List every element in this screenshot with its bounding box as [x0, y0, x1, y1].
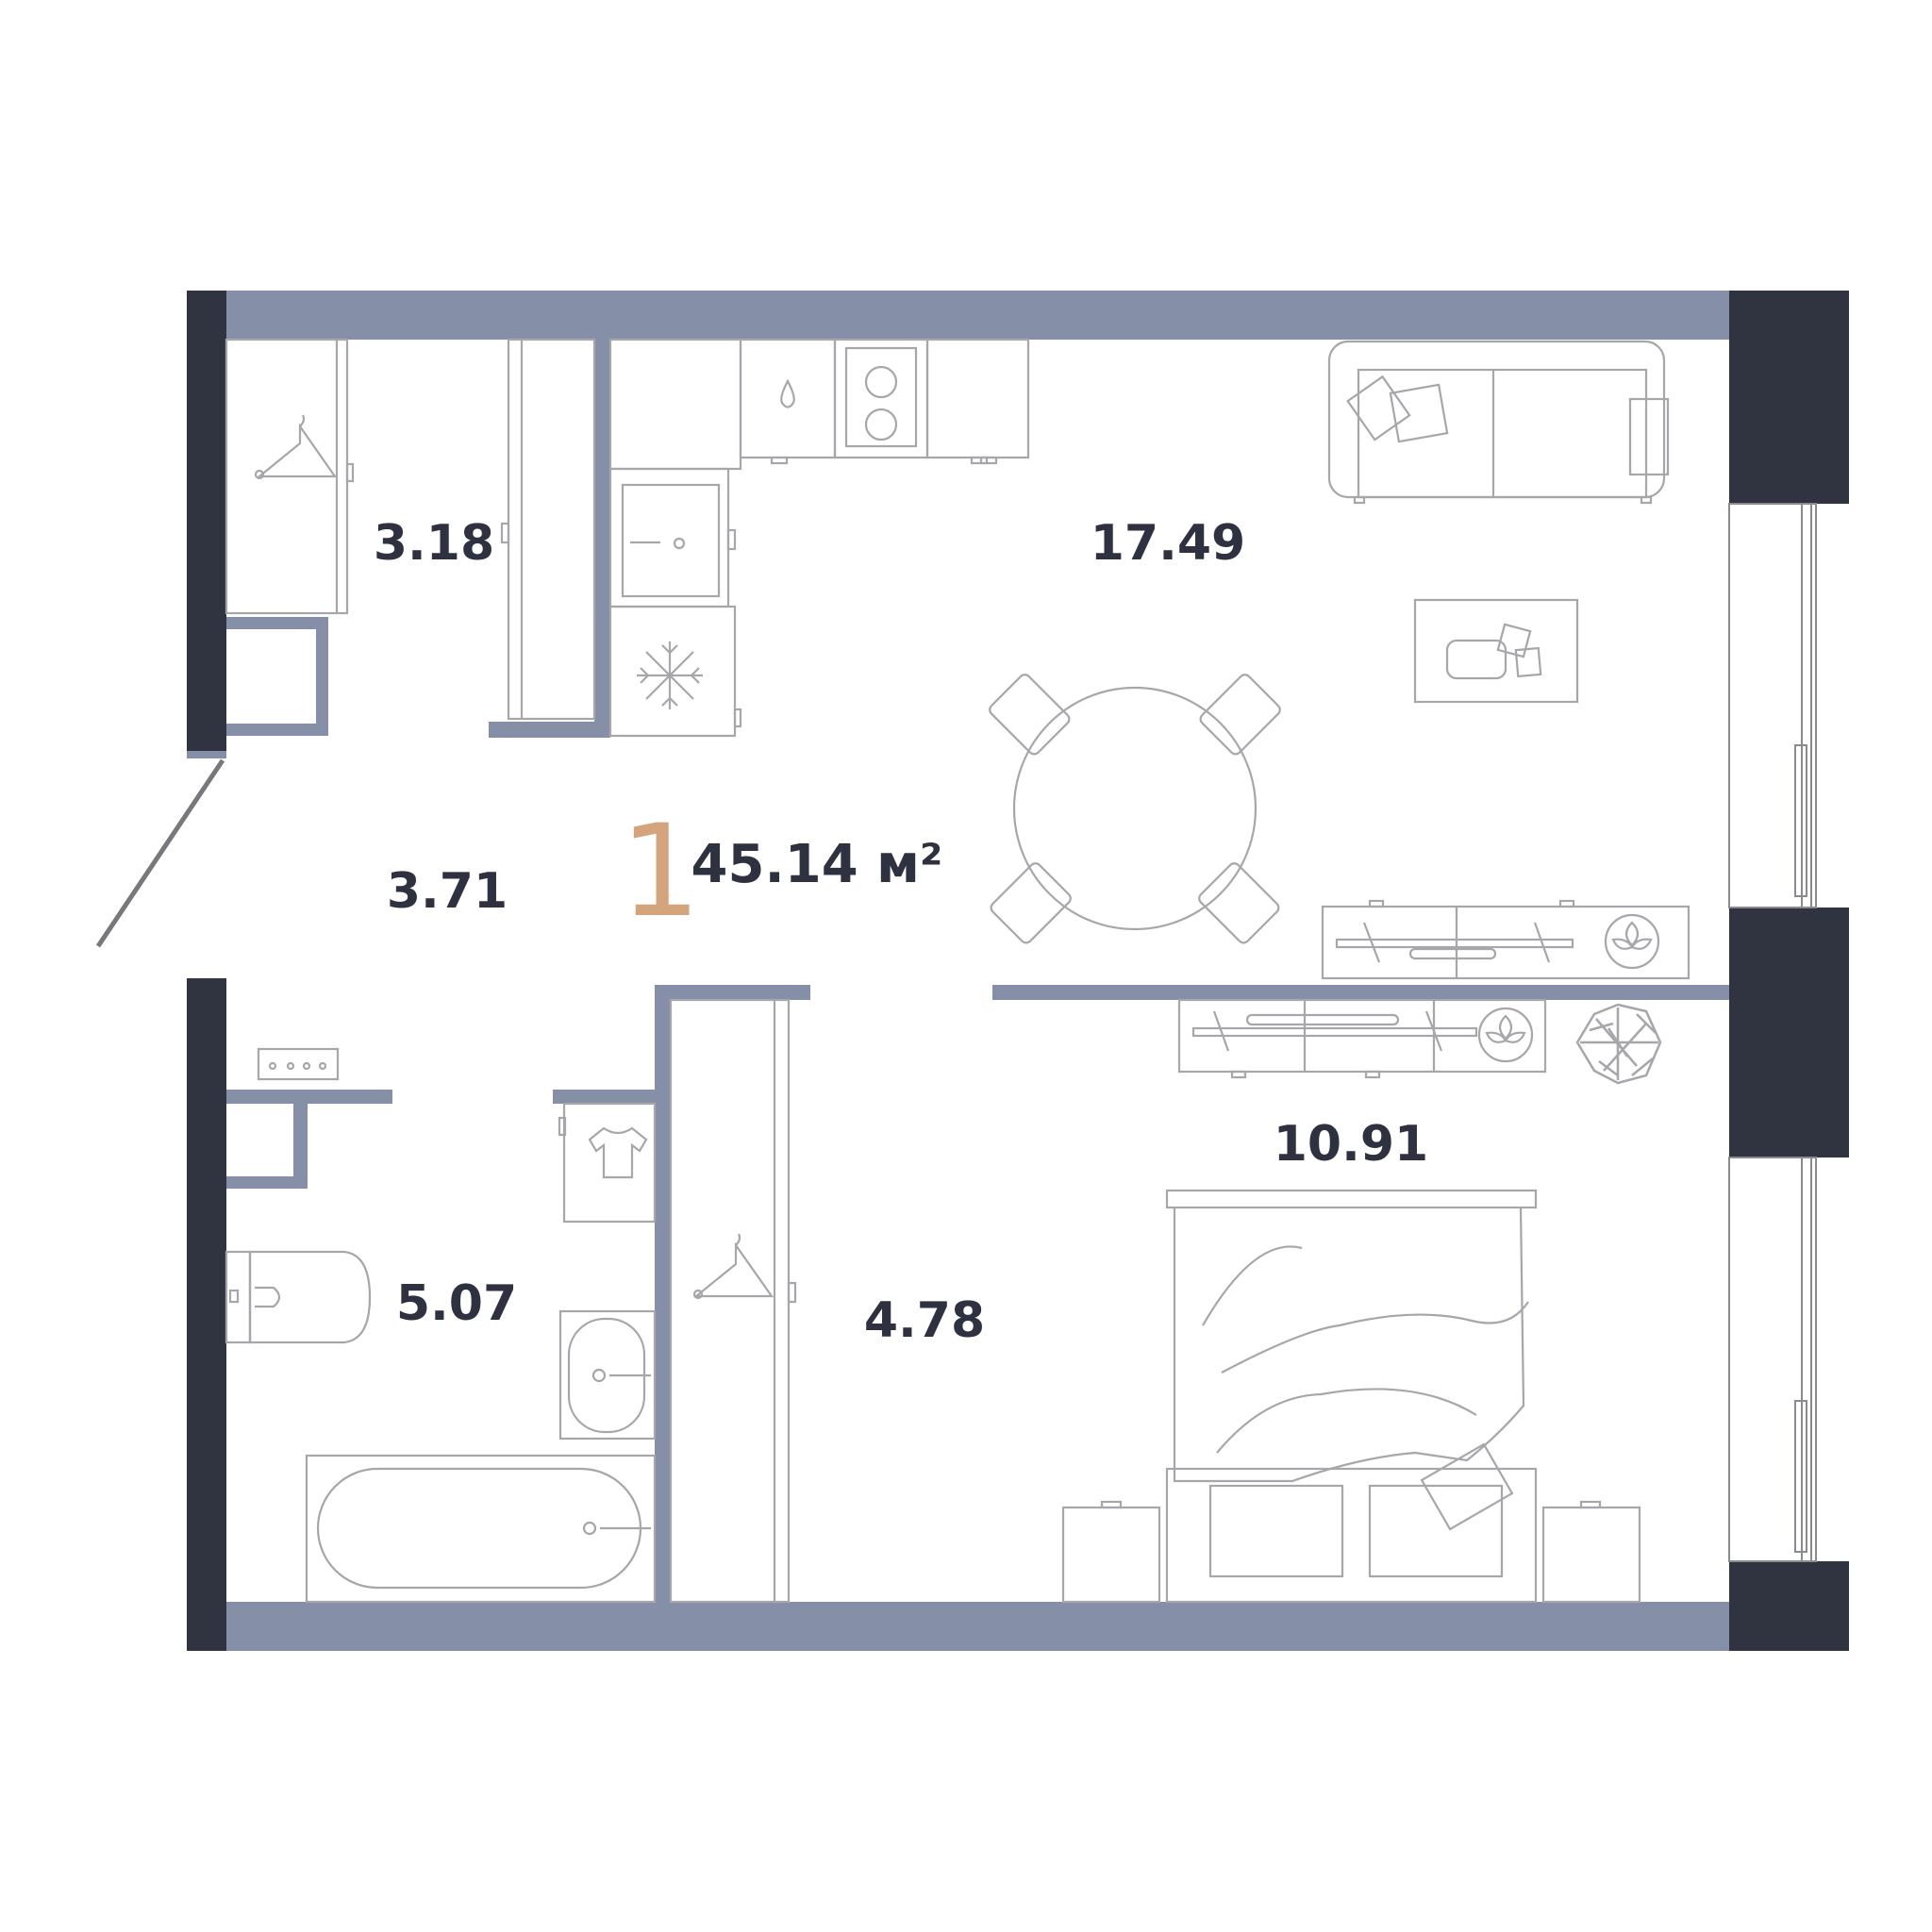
bath-partition-bottom: [226, 1176, 308, 1189]
washing-machine: [558, 1102, 657, 1224]
sink-counter: [739, 338, 837, 459]
area-label-bathroom: 5.07: [396, 1275, 517, 1332]
stove-burner: [864, 365, 898, 399]
coffee-table: [1413, 598, 1579, 704]
bath-corridor-wall: [655, 985, 671, 1602]
plant-icon: [1575, 1003, 1662, 1085]
wardrobe-partition-bottom: [226, 724, 328, 736]
tshirt-icon: [588, 1126, 648, 1179]
area-label-wardrobe: 3.18: [374, 515, 494, 572]
chair: [990, 862, 1072, 944]
nightstand-left: [1061, 1506, 1161, 1604]
bedroom-living-wall: [992, 985, 1729, 1000]
dining-table: [1012, 686, 1257, 931]
corridor-wardrobe: [669, 998, 797, 1604]
fridge: [608, 605, 737, 738]
hanger-icon: [254, 414, 338, 480]
area-label-corridor: 4.78: [864, 1292, 985, 1349]
wardrobe-partition: [226, 617, 328, 629]
furniture: [225, 338, 1690, 1604]
bottom-wall: [187, 1602, 1729, 1651]
bath-partition-side: [293, 1090, 308, 1189]
plant-icon: [1604, 913, 1660, 970]
right-pier-middle: [1729, 908, 1849, 1158]
hanger-icon: [692, 1233, 774, 1300]
snowflake-icon: [637, 641, 703, 709]
right-pier-bottom: [1729, 1561, 1849, 1651]
window-upper: [1728, 503, 1817, 908]
area-label-living-kitchen: 17.49: [1091, 515, 1245, 572]
toilet: [225, 1250, 372, 1344]
bed: [1165, 1189, 1538, 1604]
wardrobe-partition-side: [316, 617, 328, 736]
walls: [187, 291, 1849, 1651]
bathtub: [305, 1454, 657, 1604]
cushion: [1420, 1442, 1514, 1531]
chair: [989, 674, 1071, 756]
washbasin: [558, 1309, 657, 1441]
windows: [1728, 503, 1817, 1562]
bath-partition-top: [226, 1090, 392, 1104]
rooms-count: 1: [620, 797, 701, 945]
towel-rail: [257, 1047, 340, 1081]
plant-icon: [1477, 1007, 1534, 1063]
left-wall-lower: [187, 978, 226, 1651]
top-wall: [187, 291, 1729, 340]
total-area: 45.14 м²: [691, 834, 943, 895]
dining-set: [989, 674, 1281, 944]
bed-headboard: [1165, 1467, 1538, 1604]
left-wall-upper: [187, 291, 226, 756]
tv-stand-living: [1321, 899, 1690, 980]
kitchen-partition: [594, 340, 610, 736]
entrance-door: [95, 758, 225, 948]
area-labels: 3.18 17.49 3.71 5.07 4.78 10.91: [374, 515, 1428, 1349]
sofa: [1327, 340, 1670, 505]
kitchen-counter-right: [925, 338, 1030, 459]
right-pier-top: [1729, 291, 1849, 504]
chair: [1198, 862, 1280, 944]
chair: [1199, 674, 1281, 756]
area-label-hallway: 3.71: [387, 863, 508, 920]
nightstand-right: [1541, 1506, 1641, 1604]
left-wall-upper-end: [187, 751, 226, 758]
kitchen-unit: [608, 467, 730, 608]
area-label-bedroom: 10.91: [1274, 1116, 1428, 1173]
kitchen-partition-foot: [489, 722, 610, 738]
tv-stand-bedroom: [1177, 998, 1547, 1079]
cushion: [1346, 375, 1411, 441]
bath-partition-shelf: [553, 1090, 655, 1104]
cushion: [1389, 383, 1449, 443]
window-lower: [1728, 1157, 1817, 1562]
kitchen-counter-left: [608, 338, 742, 471]
water-drop-icon: [780, 378, 795, 408]
corridor-top-wall: [655, 985, 810, 1000]
stove-burner: [864, 408, 898, 441]
